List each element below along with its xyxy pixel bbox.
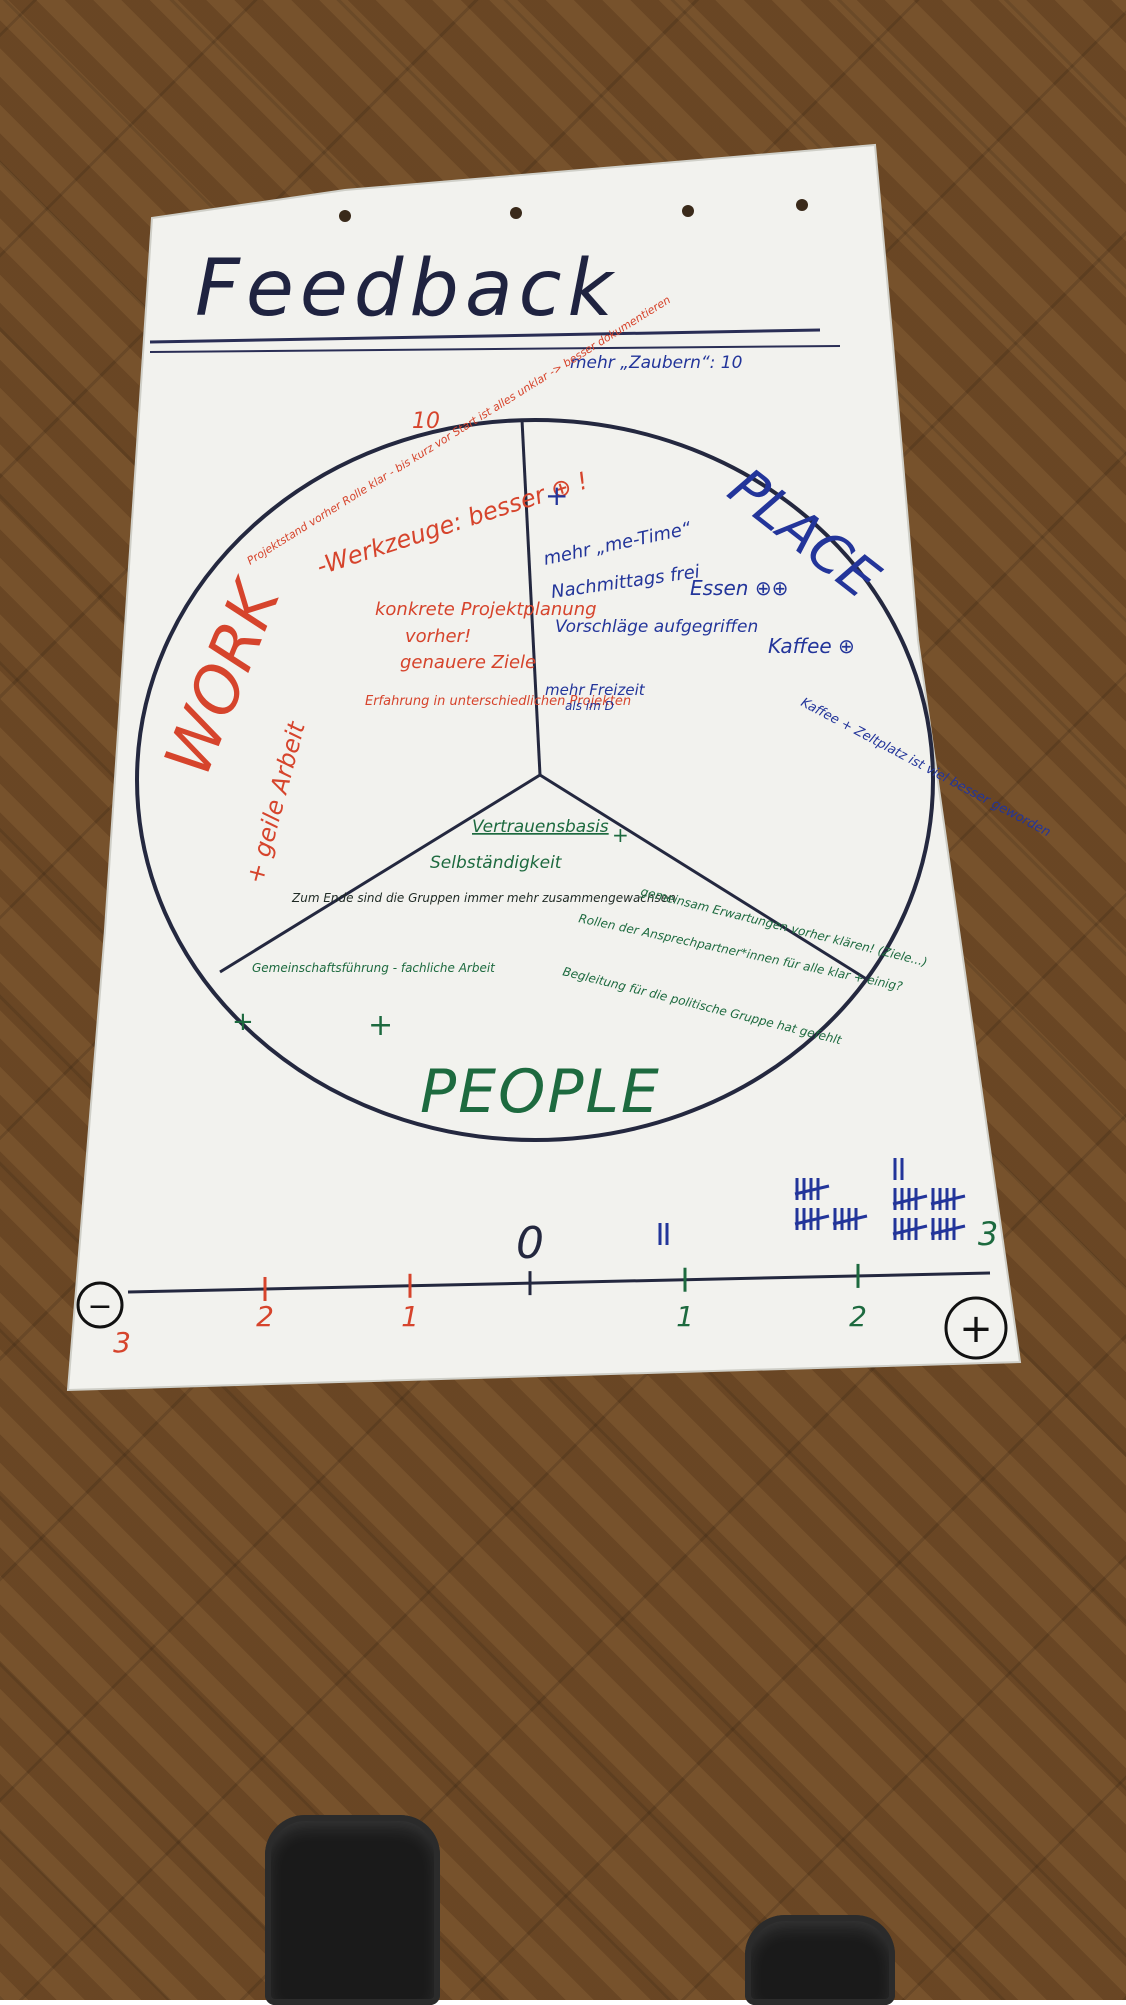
place-note: mehr Freizeit: [545, 681, 646, 699]
people-note: Selbständigkeit: [430, 853, 563, 873]
binder-hole: [510, 207, 522, 219]
scale-label: 2: [849, 1300, 867, 1333]
work-count: 10: [412, 409, 440, 434]
tally-stroke: [930, 1224, 966, 1236]
tally-stroke: [892, 1194, 928, 1206]
left-shoe: [265, 1815, 440, 2005]
vote-tally: [892, 1158, 966, 1240]
work-note: genauere Ziele: [400, 652, 536, 673]
rating-scale-line: [127, 1271, 991, 1294]
tally-stroke: [930, 1194, 966, 1206]
scale-marks: 3 2 1 0 1 2 3: [113, 1215, 998, 1359]
work-note: Erfahrung in unterschiedlichen Projekten: [365, 694, 631, 709]
vote-tally: [794, 1178, 868, 1230]
poster-title: Feedback: [195, 244, 619, 334]
binder-hole: [339, 210, 351, 222]
place-note: als im D: [565, 699, 614, 713]
people-heading: PEOPLE: [420, 1057, 661, 1127]
work-note: konkrete Projektplanung: [375, 599, 597, 620]
people-note: Gemeinschaftsführung - fachliche Arbeit: [252, 961, 496, 975]
scale-label: 3: [978, 1215, 998, 1253]
place-note: Kaffee ⊕: [768, 634, 855, 658]
people-note: Zum Ende sind die Gruppen immer mehr zus…: [291, 891, 676, 905]
top-note: mehr „Zaubern“: 10: [570, 353, 742, 373]
right-shoe: [745, 1915, 895, 2005]
minus-end: −: [76, 1281, 124, 1329]
divider-left: [219, 773, 541, 974]
binder-hole: [682, 205, 694, 217]
people-note: Vertrauensbasis: [472, 817, 609, 837]
people-note: +: [612, 823, 629, 847]
work-note: vorher!: [405, 626, 471, 647]
divider-right: [539, 773, 869, 982]
vote-tally: [658, 1223, 669, 1245]
vote-tallies: [658, 1158, 966, 1245]
paper-sheet: [66, 143, 1022, 1392]
title-underline: [149, 328, 821, 344]
place-plus: +: [545, 479, 568, 512]
scale-label: 0: [516, 1218, 544, 1269]
people-note: +: [232, 1007, 254, 1037]
feedback-circle: [135, 418, 935, 1142]
minus-symbol: −: [87, 1289, 112, 1324]
tally-stroke: [794, 1214, 830, 1226]
divider-vertical: [520, 419, 542, 776]
scale-label: 2: [256, 1300, 274, 1333]
binder-hole: [796, 199, 808, 211]
place-note: Essen ⊕⊕: [690, 576, 788, 600]
tally-stroke: [832, 1214, 868, 1226]
scale-label: 1: [676, 1300, 694, 1333]
plus-end: +: [944, 1296, 1008, 1360]
title-underline: [149, 345, 841, 353]
place-note: Vorschläge aufgegriffen: [555, 617, 758, 637]
people-note: +: [368, 1008, 393, 1043]
plus-symbol: +: [959, 1306, 993, 1352]
tally-stroke: [794, 1184, 830, 1196]
scale-label: 1: [401, 1300, 419, 1333]
scale-label: 3: [113, 1326, 131, 1359]
tally-stroke: [892, 1224, 928, 1236]
